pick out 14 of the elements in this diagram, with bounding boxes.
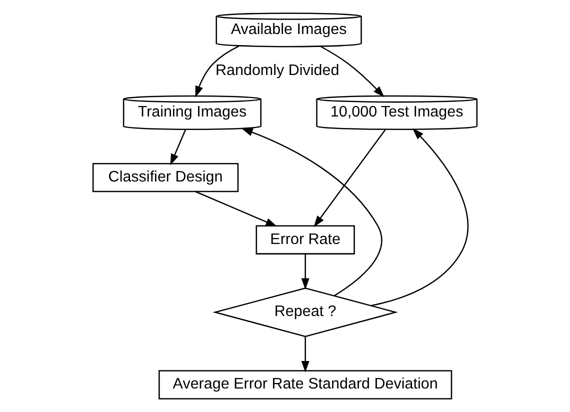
arrow <box>371 128 468 306</box>
edge-label: Randomly Divided <box>216 62 340 80</box>
arrow <box>241 128 382 296</box>
node-box: Error Rate <box>256 225 355 254</box>
arrow <box>314 129 386 228</box>
node-diamond: Repeat ? <box>212 287 398 338</box>
node-box: Classifier Design <box>92 162 239 192</box>
arrow <box>301 254 310 290</box>
arrow <box>301 336 310 372</box>
arrow <box>320 46 384 98</box>
arrow <box>195 191 278 227</box>
node-box: Average Error Rate Standard Deviation <box>158 370 452 400</box>
arrow <box>170 129 186 166</box>
arrow <box>195 46 240 98</box>
